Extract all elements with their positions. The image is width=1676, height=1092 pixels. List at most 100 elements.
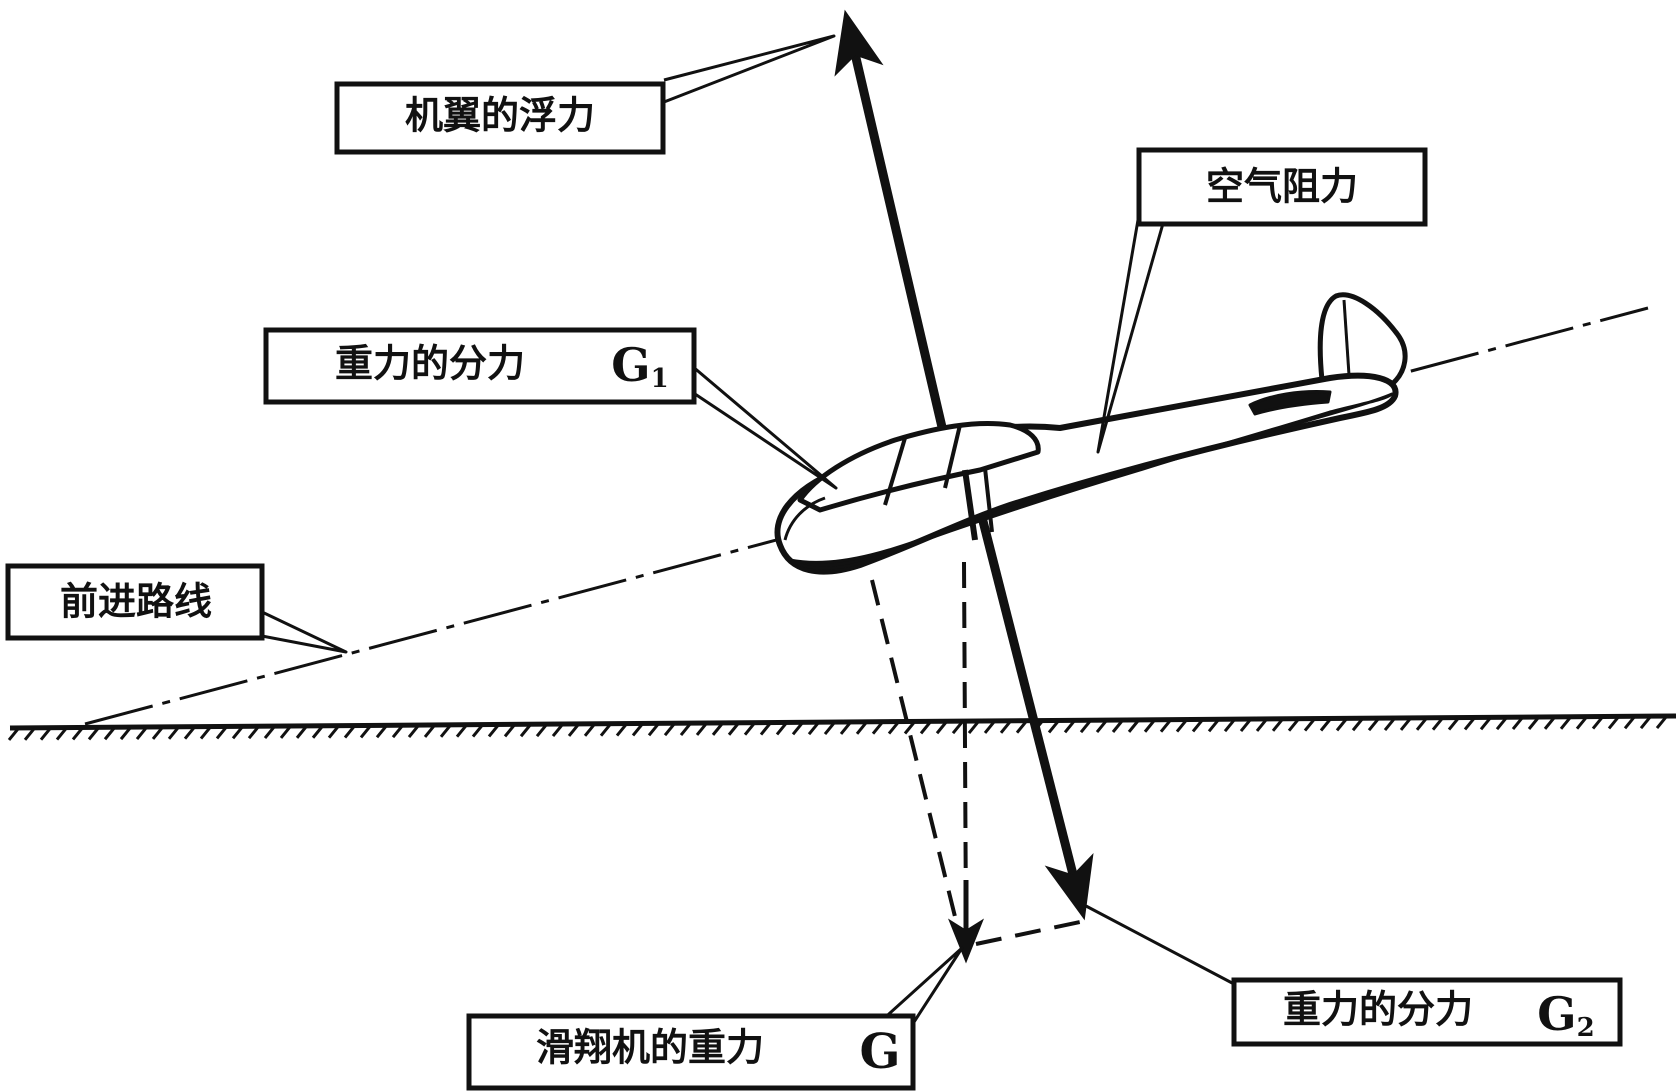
ground-hatch-mark <box>167 726 180 740</box>
air-resistance-label-box <box>1136 147 1428 227</box>
ground-hatch-mark <box>375 725 388 739</box>
ground-hatch-mark <box>135 727 148 740</box>
gravity-label-box <box>466 1013 916 1091</box>
ground-hatch-mark <box>311 725 324 739</box>
ground-hatch-mark <box>631 723 644 737</box>
air-resistance-leader <box>1096 219 1166 454</box>
ground-hatch-mark <box>999 720 1012 734</box>
g2-label: 重力的分力 <box>1283 988 1473 1032</box>
ground-hatch-mark <box>1575 716 1588 730</box>
ground-hatch-mark <box>23 727 36 741</box>
construction-lines <box>870 561 1081 946</box>
ground-hatch-mark <box>151 726 164 740</box>
ground-hatch-mark <box>1127 719 1140 733</box>
ground-hatch-mark <box>1207 719 1220 733</box>
ground-hatch-mark <box>1095 720 1108 734</box>
ground-hatch-mark <box>983 720 996 734</box>
ground-hatch-mark <box>535 724 548 738</box>
ground-hatch-mark <box>951 721 964 735</box>
ground-hatch-mark <box>1367 718 1380 732</box>
ground-hatch-mark <box>1255 719 1268 732</box>
air-resistance-label-group: 空气阻力 <box>1096 147 1428 454</box>
ground-hatch-mark <box>695 723 708 736</box>
ground-hatch-mark <box>119 727 132 741</box>
ground-hatch-mark <box>647 723 660 737</box>
ground-hatch-mark <box>279 726 292 739</box>
ground-hatch-mark <box>919 721 932 735</box>
air-resistance-label: 空气阻力 <box>1206 165 1358 209</box>
ground-hatch-mark <box>1159 719 1172 733</box>
ground-hatch-mark <box>1239 719 1252 733</box>
ground-hatch-mark <box>87 727 100 741</box>
ground-hatch-mark <box>663 723 676 737</box>
flight-path-label: 前进路线 <box>60 580 212 624</box>
ground-hatch-mark <box>519 724 532 738</box>
ground-hatch-mark <box>903 721 916 735</box>
flight-path-leader <box>261 610 348 654</box>
ground-hatch-mark <box>343 725 356 739</box>
ground-hatch-mark <box>615 723 628 737</box>
ground-hatch-mark <box>1479 717 1492 731</box>
ground-hatch-mark <box>1319 718 1332 732</box>
ground-hatch-mark <box>1559 716 1572 730</box>
ground-hatch-mark <box>775 722 788 736</box>
lift-leader <box>663 34 836 104</box>
ground-hatch-mark <box>391 725 404 739</box>
ground-hatch-mark <box>215 726 228 740</box>
ground-hatch-mark <box>247 726 260 740</box>
ground-hatch-mark <box>1015 720 1028 734</box>
ground-hatch-mark <box>1111 720 1124 733</box>
ground-hatch-mark <box>1607 716 1620 730</box>
ground-hatch-mark <box>1543 716 1556 730</box>
ground-hatch-mark <box>1287 718 1300 732</box>
ground-hatch-mark <box>567 723 580 737</box>
glider <box>774 292 1408 575</box>
ground-hatch-mark <box>727 722 740 736</box>
g1-label-box <box>263 327 697 405</box>
ground-hatch-mark <box>791 722 804 736</box>
ground-hatch-mark <box>1655 716 1668 730</box>
ground-hatch-mark <box>935 721 948 735</box>
ground-hatch-mark <box>679 723 692 737</box>
ground-hatch-mark <box>551 724 564 737</box>
g1-label: 重力的分力 <box>335 342 525 386</box>
ground-hatch-mark <box>295 725 308 739</box>
ground-hatch-mark <box>1303 718 1316 732</box>
ground-hatch-mark <box>743 722 756 736</box>
g2-arrow <box>967 476 1094 921</box>
ground-hatch-mark <box>103 727 116 741</box>
ground-hatch-mark <box>1639 716 1652 730</box>
ground-hatch-mark <box>1079 720 1092 734</box>
ground-hatch-mark <box>439 724 452 738</box>
ground-hatch-mark <box>7 727 20 741</box>
ground-hatch-mark <box>887 721 900 735</box>
ground-hatch-mark <box>759 722 772 736</box>
ground-hatch-mark <box>1143 719 1156 733</box>
ground-hatch-mark <box>1463 717 1476 731</box>
g1-leader <box>691 364 838 490</box>
ground-hatch-mark <box>55 727 68 741</box>
g2-leader <box>1085 904 1236 1008</box>
ground-hatch-mark <box>231 726 244 740</box>
ground-hatch-mark <box>471 724 484 738</box>
flight-path-label-box <box>5 563 265 641</box>
ground <box>7 713 1676 741</box>
gravity-label: 滑翔机的重力 <box>536 1026 764 1070</box>
ground-hatch-mark <box>839 721 852 735</box>
g2-label-group: 重力的分力 G2 <box>1085 904 1623 1047</box>
g2-symbol: G2 <box>1537 987 1594 1043</box>
g2-label-box <box>1231 977 1623 1047</box>
ground-hatch-mark <box>263 726 276 740</box>
ground-hatch-mark <box>1495 717 1508 731</box>
ground-hatch-mark <box>1335 718 1348 732</box>
ground-hatch-mark <box>1399 717 1412 731</box>
ground-hatch-mark <box>1223 719 1236 733</box>
flight-path-label-group: 前进路线 <box>5 563 348 654</box>
ground-hatch-mark <box>1431 717 1444 731</box>
gravity-symbol: G <box>860 1024 901 1080</box>
ground-hatch-mark <box>1415 717 1428 731</box>
ground-hatch-mark <box>327 725 340 739</box>
ground-hatch-mark <box>199 726 212 740</box>
ground-hatch-mark <box>807 722 820 736</box>
